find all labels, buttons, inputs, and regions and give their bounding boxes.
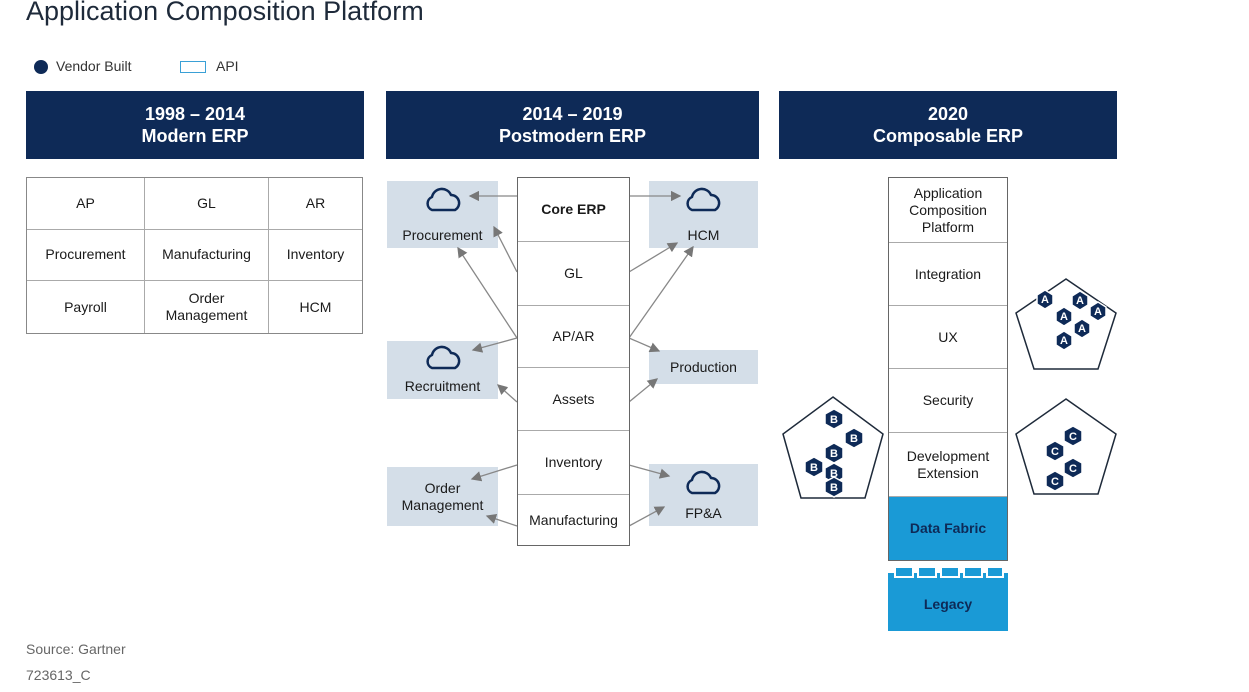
stack-item: Inventory	[518, 431, 629, 495]
hexagon-icon	[824, 476, 844, 498]
hexagon-icon	[844, 427, 864, 449]
cluster-label: C	[1069, 463, 1077, 475]
api-box-order-management: Order Management	[387, 467, 498, 526]
grid-cell: Order Management	[145, 281, 269, 333]
stack-item: Development Extension	[889, 433, 1007, 497]
cluster-label: A	[1060, 335, 1068, 347]
grid-cell: HCM	[299, 298, 332, 315]
legacy-label: Legacy	[923, 596, 973, 612]
legend-api-label: API	[216, 58, 239, 74]
cloud-icon	[423, 187, 463, 217]
hexagon-icon	[1089, 301, 1107, 322]
stack-item: Security	[889, 369, 1007, 433]
cluster-label: C	[1051, 476, 1059, 488]
hexagon-icon	[1045, 440, 1065, 462]
header-postmodern-erp: 2014 – 2019 Postmodern ERP	[386, 91, 759, 159]
legacy-block: Legacy	[888, 567, 1008, 631]
cluster-label: A	[1041, 294, 1049, 306]
cluster-label: C	[1051, 446, 1059, 458]
cluster-label: B	[830, 468, 838, 480]
hexagon-icon	[1073, 318, 1091, 339]
hexagon-icon	[1045, 470, 1065, 492]
header-name: Composable ERP	[872, 126, 1024, 146]
hexagon-icon	[1063, 457, 1083, 479]
stack-item: Assets	[518, 368, 629, 431]
stack-item: GL	[518, 242, 629, 306]
modern-erp-grid: AP GL AR Procurement Manufacturing Inven…	[26, 177, 363, 334]
stack-item: Integration	[889, 243, 1007, 306]
api-box-label: Procurement	[402, 227, 483, 243]
grid-cell: AP	[27, 178, 145, 230]
legend-vendor-built-label: Vendor Built	[56, 58, 132, 74]
cluster-label: B	[830, 448, 838, 460]
header-years: 1998 – 2014	[144, 104, 246, 124]
api-box-label: FP&A	[685, 505, 722, 521]
cloud-icon	[423, 345, 463, 375]
grid-cell: Procurement	[27, 229, 145, 282]
cluster-label: A	[1094, 306, 1102, 318]
cluster-label: B	[830, 414, 838, 426]
stack-item: Manufacturing	[529, 511, 618, 528]
header-name: Modern ERP	[141, 126, 249, 146]
cloud-icon	[683, 187, 723, 217]
api-box-procurement: Procurement	[387, 181, 498, 248]
composable-stack: Application Composition Platform Integra…	[888, 177, 1008, 561]
grid-cell: Manufacturing	[145, 229, 269, 282]
cluster-label: A	[1078, 323, 1086, 335]
api-box-production: Production	[649, 350, 758, 384]
page-title: Application Composition Platform	[26, 0, 424, 26]
cluster-label: C	[1069, 431, 1077, 443]
grid-cell: AR	[269, 178, 362, 230]
grid-cell: Payroll	[27, 281, 145, 333]
stack-item: Application Composition Platform	[889, 178, 1007, 243]
source-note: Source: Gartner	[26, 641, 126, 657]
pentagon-cluster-a: A A A A A A	[1015, 278, 1117, 370]
header-modern-erp: 1998 – 2014 Modern ERP	[26, 91, 364, 159]
hexagon-icon	[824, 408, 844, 430]
api-swatch-icon	[180, 61, 206, 73]
api-box-label: HCM	[687, 227, 720, 243]
header-years: 2020	[927, 104, 969, 124]
header-years: 2014 – 2019	[522, 104, 623, 124]
cloud-icon	[683, 470, 723, 500]
stack-item: AP/AR	[518, 306, 629, 368]
hexagon-icon	[804, 456, 824, 478]
data-fabric-layer: Data Fabric	[889, 497, 1007, 560]
hexagon-icon	[1055, 330, 1073, 351]
cluster-label: A	[1076, 295, 1084, 307]
pentagon-cluster-c: C C C C	[1015, 398, 1117, 495]
cluster-label: A	[1060, 311, 1068, 323]
api-box-label: Order Management	[401, 479, 484, 513]
figure-id: 723613_C	[26, 667, 91, 683]
legacy-connector-icon	[888, 567, 1008, 631]
hexagon-icon	[1055, 306, 1073, 327]
cluster-label: B	[810, 462, 818, 474]
hexagon-icon	[1036, 289, 1054, 310]
header-name: Postmodern ERP	[498, 126, 647, 146]
grid-cell: GL	[145, 178, 269, 230]
hexagon-icon	[1071, 290, 1089, 311]
api-box-label: Recruitment	[404, 378, 481, 394]
api-box-label: Production	[670, 358, 737, 375]
pentagon-cluster-b: B B B B B B	[782, 396, 884, 499]
stack-item: Core ERP	[518, 178, 629, 242]
cluster-label: B	[850, 433, 858, 445]
grid-cell: Inventory	[269, 230, 362, 282]
api-box-hcm: HCM	[649, 181, 758, 248]
hexagon-icon	[1063, 425, 1083, 447]
core-erp-stack: Core ERP GL AP/AR Assets Inventory Manuf…	[517, 177, 630, 546]
stack-item: UX	[889, 306, 1007, 369]
header-composable-erp: 2020 Composable ERP	[779, 91, 1117, 159]
vendor-built-swatch-icon	[34, 60, 48, 74]
cluster-label: B	[830, 482, 838, 494]
legend: Vendor Built API	[30, 58, 260, 78]
